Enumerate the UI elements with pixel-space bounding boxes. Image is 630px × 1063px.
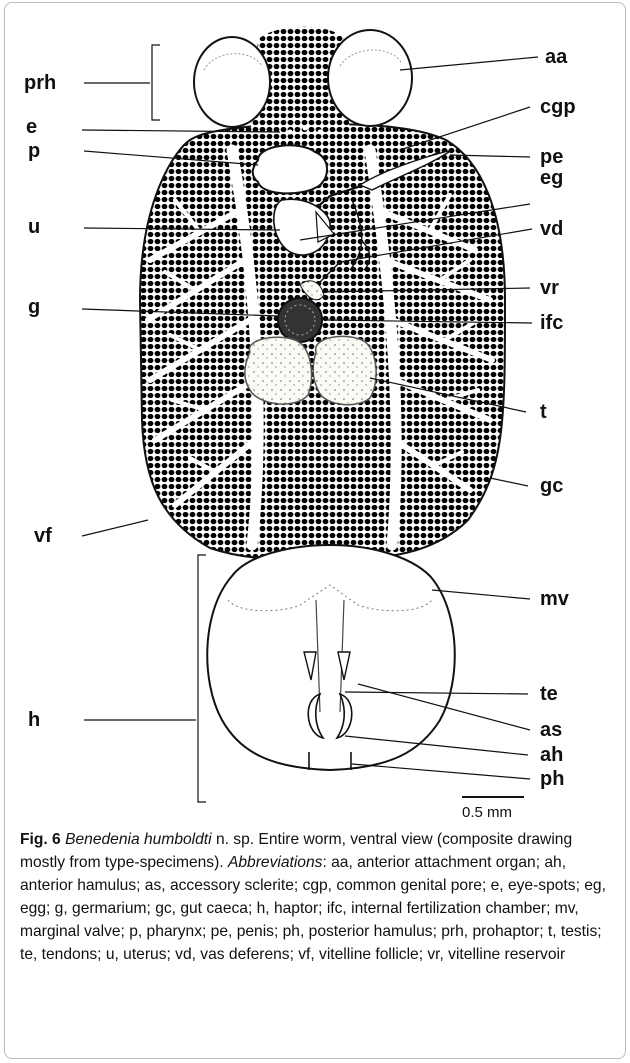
label-p: p [28, 141, 40, 161]
label-te: te [540, 684, 558, 704]
label-ifc: ifc [540, 313, 563, 333]
caption-fig-number: Fig. 6 [20, 831, 61, 848]
label-prh: prh [24, 73, 56, 93]
label-as: as [540, 720, 562, 740]
scale-bar-label: 0.5 mm [462, 804, 512, 821]
label-aa: aa [545, 47, 567, 67]
label-eg: eg [540, 168, 563, 188]
worm-drawing [0, 0, 630, 830]
label-cgp: cgp [540, 97, 576, 117]
label-e: e [26, 117, 37, 137]
label-ah: ah [540, 745, 563, 765]
figure-caption: Fig. 6 Benedenia humboldti n. sp. Entire… [20, 828, 614, 966]
pharynx [253, 145, 327, 193]
label-g: g [28, 297, 40, 317]
label-pe: pe [540, 147, 563, 167]
haptor [207, 545, 455, 770]
germarium [278, 298, 322, 342]
label-vr: vr [540, 278, 559, 298]
label-t: t [540, 402, 547, 422]
label-mv: mv [540, 589, 569, 609]
caption-species: Benedenia humboldti [65, 831, 212, 848]
label-vd: vd [540, 219, 563, 239]
label-h: h [28, 710, 40, 730]
caption-abbreviations-heading: Abbreviations [228, 854, 322, 871]
label-gc: gc [540, 476, 563, 496]
label-vf: vf [34, 526, 52, 546]
label-ph: ph [540, 769, 564, 789]
scale-bar [462, 796, 524, 798]
label-u: u [28, 217, 40, 237]
